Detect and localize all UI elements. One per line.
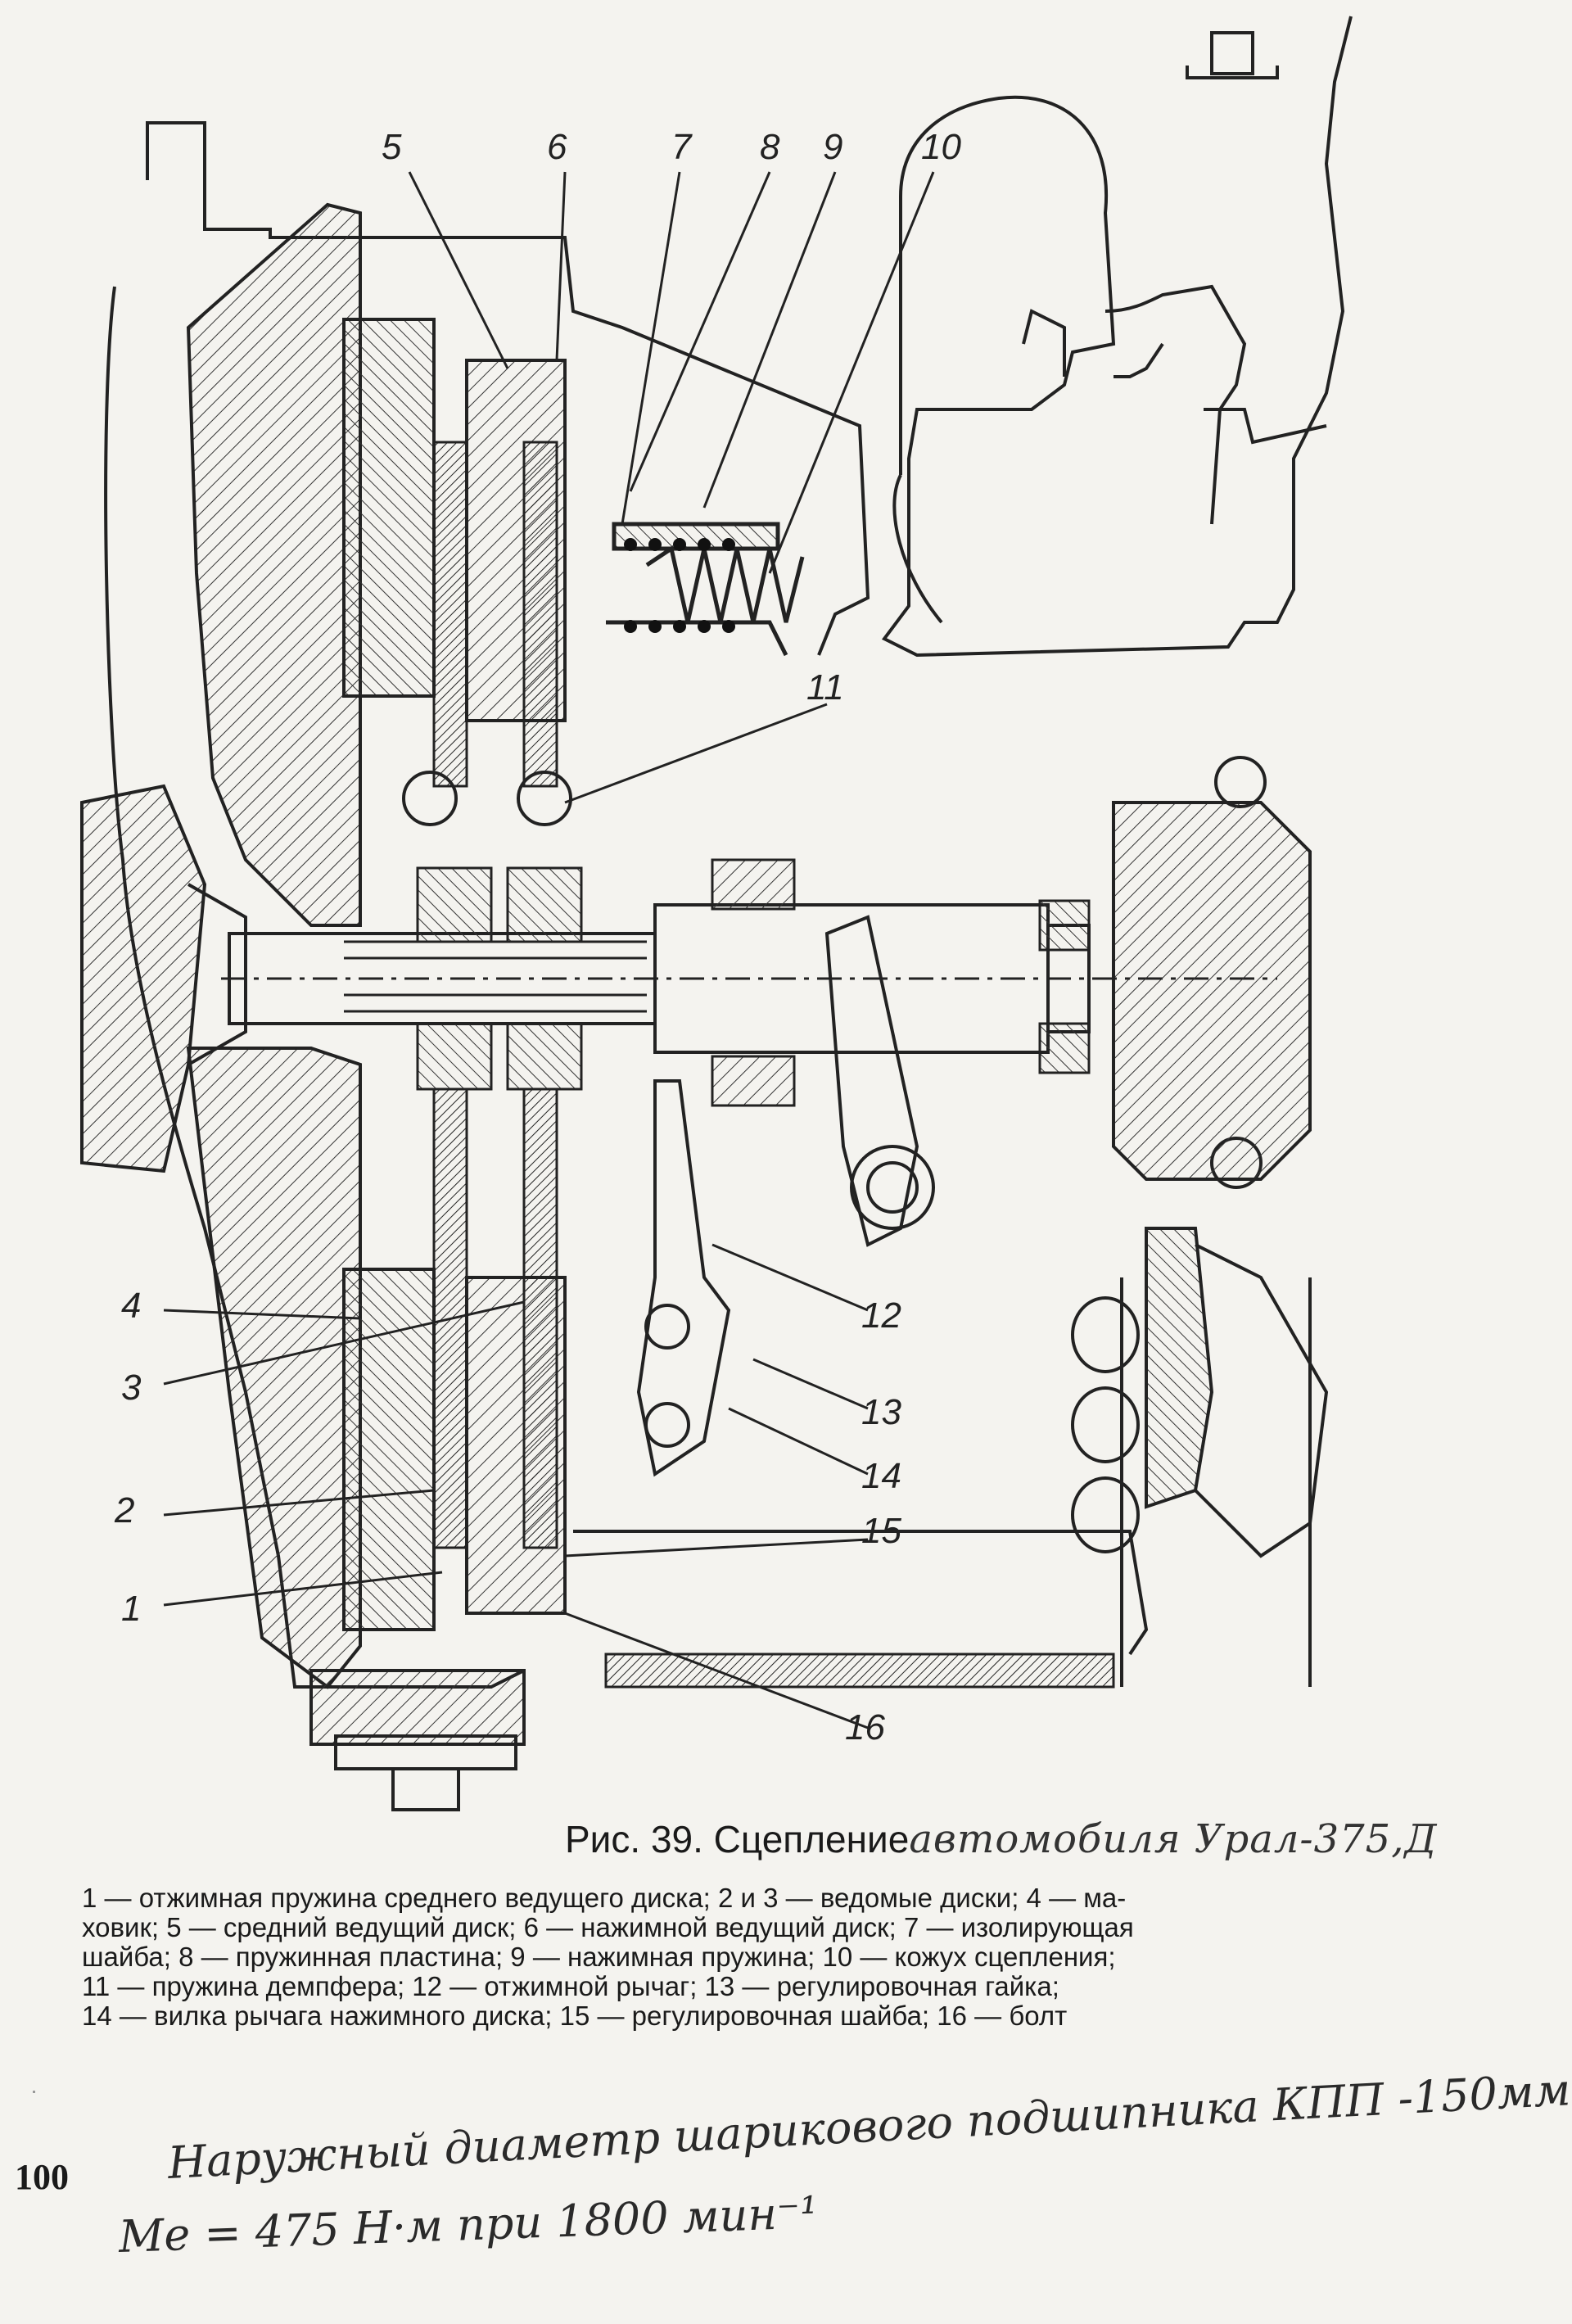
legend-line: 14 — вилка рычага нажимного диска; 15 — … (82, 2001, 1068, 2031)
legend-line: шайба; 8 — пружинная пластина; 9 — нажим… (82, 1942, 1116, 1972)
legend-line: ховик; 5 — средний ведущий диск; 6 — наж… (82, 1912, 1134, 1942)
callout-label: 3 (121, 1368, 142, 1408)
handwritten-note: Mе = 475 Н·м при 1800 мин⁻¹ (117, 2186, 819, 2263)
callout-label: 8 (760, 127, 780, 167)
caption-text: Рис. 39. Сцепление (565, 1818, 910, 1861)
callout-label: 13 (861, 1392, 901, 1432)
handwritten-note: Наружный диаметр шарикового подшипника К… (166, 2064, 1572, 2189)
callout-label: 2 (115, 1490, 135, 1530)
callout-label: 6 (547, 127, 567, 167)
figure-caption: Рис. 39. Сцеплениеавтомобиля Урал-375,Д (565, 1816, 1438, 1862)
callout-label: 11 (806, 667, 844, 708)
callout-label: 4 (121, 1286, 142, 1326)
callout-label: 10 (921, 127, 961, 167)
callout-label: 5 (382, 127, 402, 167)
legend-line: 11 — пружина демпфера; 12 — отжимной рыч… (82, 1971, 1059, 2001)
caption-handwritten-title: автомобиля Урал-375,Д (909, 1816, 1438, 1862)
scan-speck (33, 2091, 35, 2093)
legend-line: 1 — отжимная пружина среднего ведущего д… (82, 1883, 1127, 1913)
page-number: 100 (15, 2157, 69, 2197)
callout-label: 1 (121, 1589, 142, 1629)
clutch-cross-section-drawing (80, 16, 1353, 1811)
callout-label: 16 (845, 1707, 885, 1748)
figure-legend: 1 — отжимная пружина среднего ведущего д… (82, 1883, 1367, 2031)
callout-label: 12 (861, 1295, 901, 1336)
callout-label: 14 (861, 1456, 901, 1496)
callout-label: 15 (861, 1511, 901, 1551)
callout-label: 9 (823, 127, 843, 167)
callout-label: 7 (671, 127, 692, 167)
document-page: 5 6 7 8 9 10 11 12 13 14 15 16 4 3 2 1 Р… (15, 16, 1572, 2263)
